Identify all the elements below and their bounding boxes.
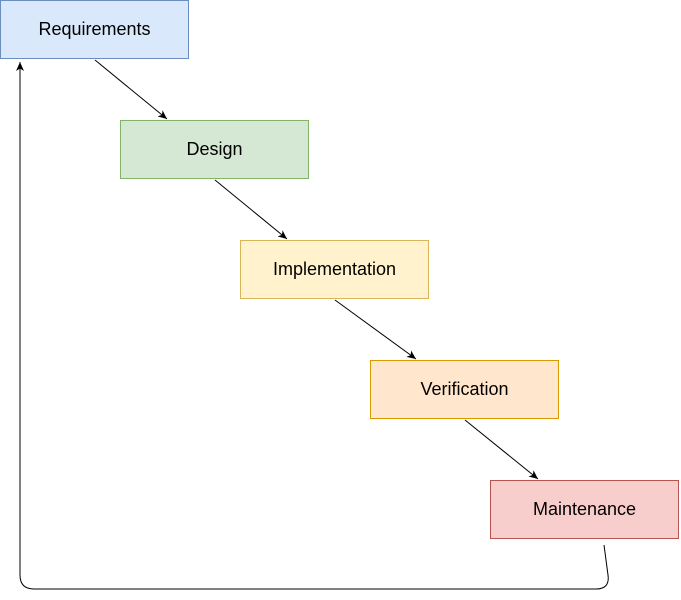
edge-requirements-to-design xyxy=(94,59,168,120)
requirements-label: Requirements xyxy=(38,19,151,39)
edge-maintenance-to-requirements xyxy=(16,62,609,590)
design-node[interactable]: Design xyxy=(120,120,309,179)
implementation-label: Implementation xyxy=(272,259,397,279)
edge-implementation-to-verification xyxy=(334,299,417,360)
design-label: Design xyxy=(186,139,243,159)
implementation-node[interactable]: Implementation xyxy=(240,240,429,299)
maintenance-node[interactable]: Maintenance xyxy=(490,480,679,539)
maintenance-label: Maintenance xyxy=(532,499,637,519)
verification-label: Verification xyxy=(420,379,509,399)
edge-verification-to-maintenance xyxy=(464,419,539,480)
verification-node[interactable]: Verification xyxy=(370,360,559,419)
edge-design-to-implementation xyxy=(214,179,288,240)
requirements-node[interactable]: Requirements xyxy=(0,0,189,59)
